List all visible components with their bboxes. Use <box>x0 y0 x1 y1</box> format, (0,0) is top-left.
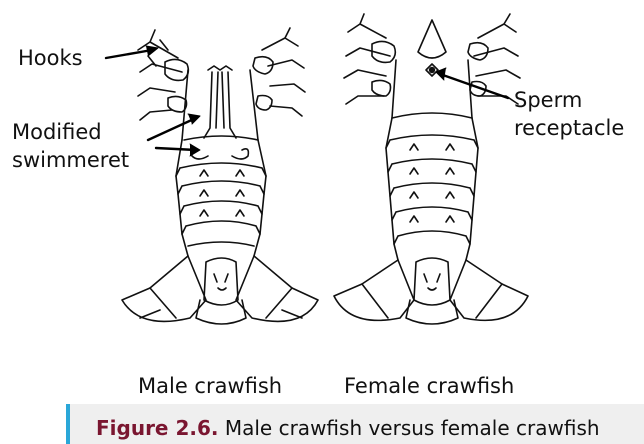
hooks-arrow <box>106 50 152 58</box>
caption-line: Figure 2.6. Male crawfish versus female … <box>96 416 600 440</box>
label-female-crawfish: Female crawfish <box>344 374 514 399</box>
female-left-legs <box>344 14 390 104</box>
caption-text: Male crawfish versus female crawfish <box>225 416 600 440</box>
male-tail-fan <box>122 256 318 324</box>
female-tail-fan <box>334 258 528 324</box>
swimmeret-arrow-upper <box>148 118 196 140</box>
label-sperm: Sperm <box>514 88 582 113</box>
label-receptacle: receptacle <box>514 116 624 141</box>
label-male-crawfish: Male crawfish <box>138 374 282 399</box>
label-swimmeret: swimmeret <box>12 148 129 173</box>
annotation-arrows <box>106 46 508 156</box>
female-crawfish-drawing <box>334 14 528 324</box>
sperm-receptacle <box>418 20 446 76</box>
female-abdomen <box>386 113 478 260</box>
modified-swimmeret <box>192 66 249 159</box>
male-abdomen <box>176 136 266 256</box>
figure-number: Figure 2.6. <box>96 416 219 440</box>
label-hooks: Hooks <box>18 46 83 71</box>
male-crawfish-drawing <box>122 28 318 324</box>
male-left-legs <box>138 30 182 120</box>
figure-caption: Figure 2.6. Male crawfish versus female … <box>66 404 644 444</box>
label-modified: Modified <box>12 120 102 145</box>
